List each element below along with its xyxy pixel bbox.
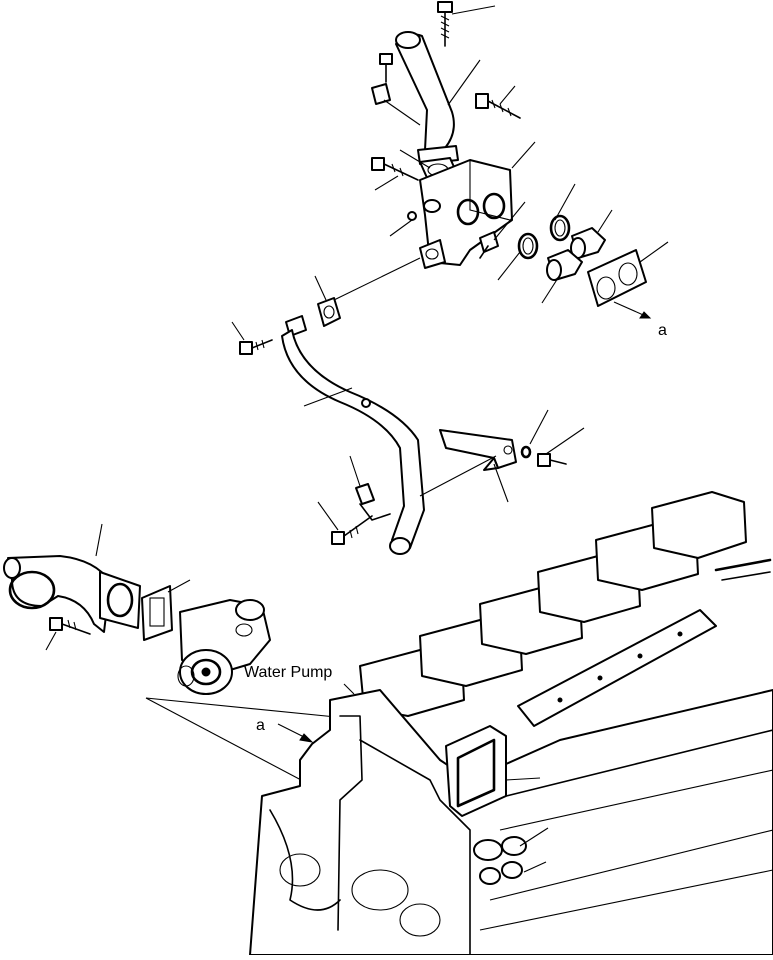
ref-a-top-label: a (658, 322, 667, 339)
thermostat-cover-gasket (587, 241, 669, 319)
thermostat-seat (445, 725, 541, 817)
water-tube (281, 315, 425, 555)
block-fittings (473, 827, 549, 885)
clip-bolt (317, 501, 373, 545)
tube-bracket (419, 429, 517, 503)
small-bolt-left (371, 53, 421, 126)
inlet-elbow (3, 523, 141, 633)
thermostat-seals (497, 183, 576, 281)
water-pump-leader (343, 683, 355, 695)
housing-bolt (371, 157, 419, 191)
water-pump-label: Water Pump (244, 664, 332, 681)
water-pump (145, 599, 347, 791)
tube-bolt (231, 321, 273, 355)
thermostats (541, 209, 613, 304)
tube-clip (349, 455, 391, 521)
inlet-gasket (141, 579, 191, 641)
outlet-pipe (395, 31, 481, 165)
thermostat-housing (389, 141, 536, 269)
top-bolt (437, 1, 496, 47)
ref-a-block-arrow (277, 723, 314, 743)
clamp-bolt-right (475, 85, 521, 119)
cylinder-head-gasket (517, 609, 717, 727)
ref-a-block-label: a (256, 717, 265, 734)
engine-block (249, 689, 773, 956)
bracket-bolt-washer (520, 409, 585, 467)
inlet-bolt (45, 617, 91, 651)
drain-cock (479, 201, 526, 259)
tube-gasket (314, 257, 421, 327)
